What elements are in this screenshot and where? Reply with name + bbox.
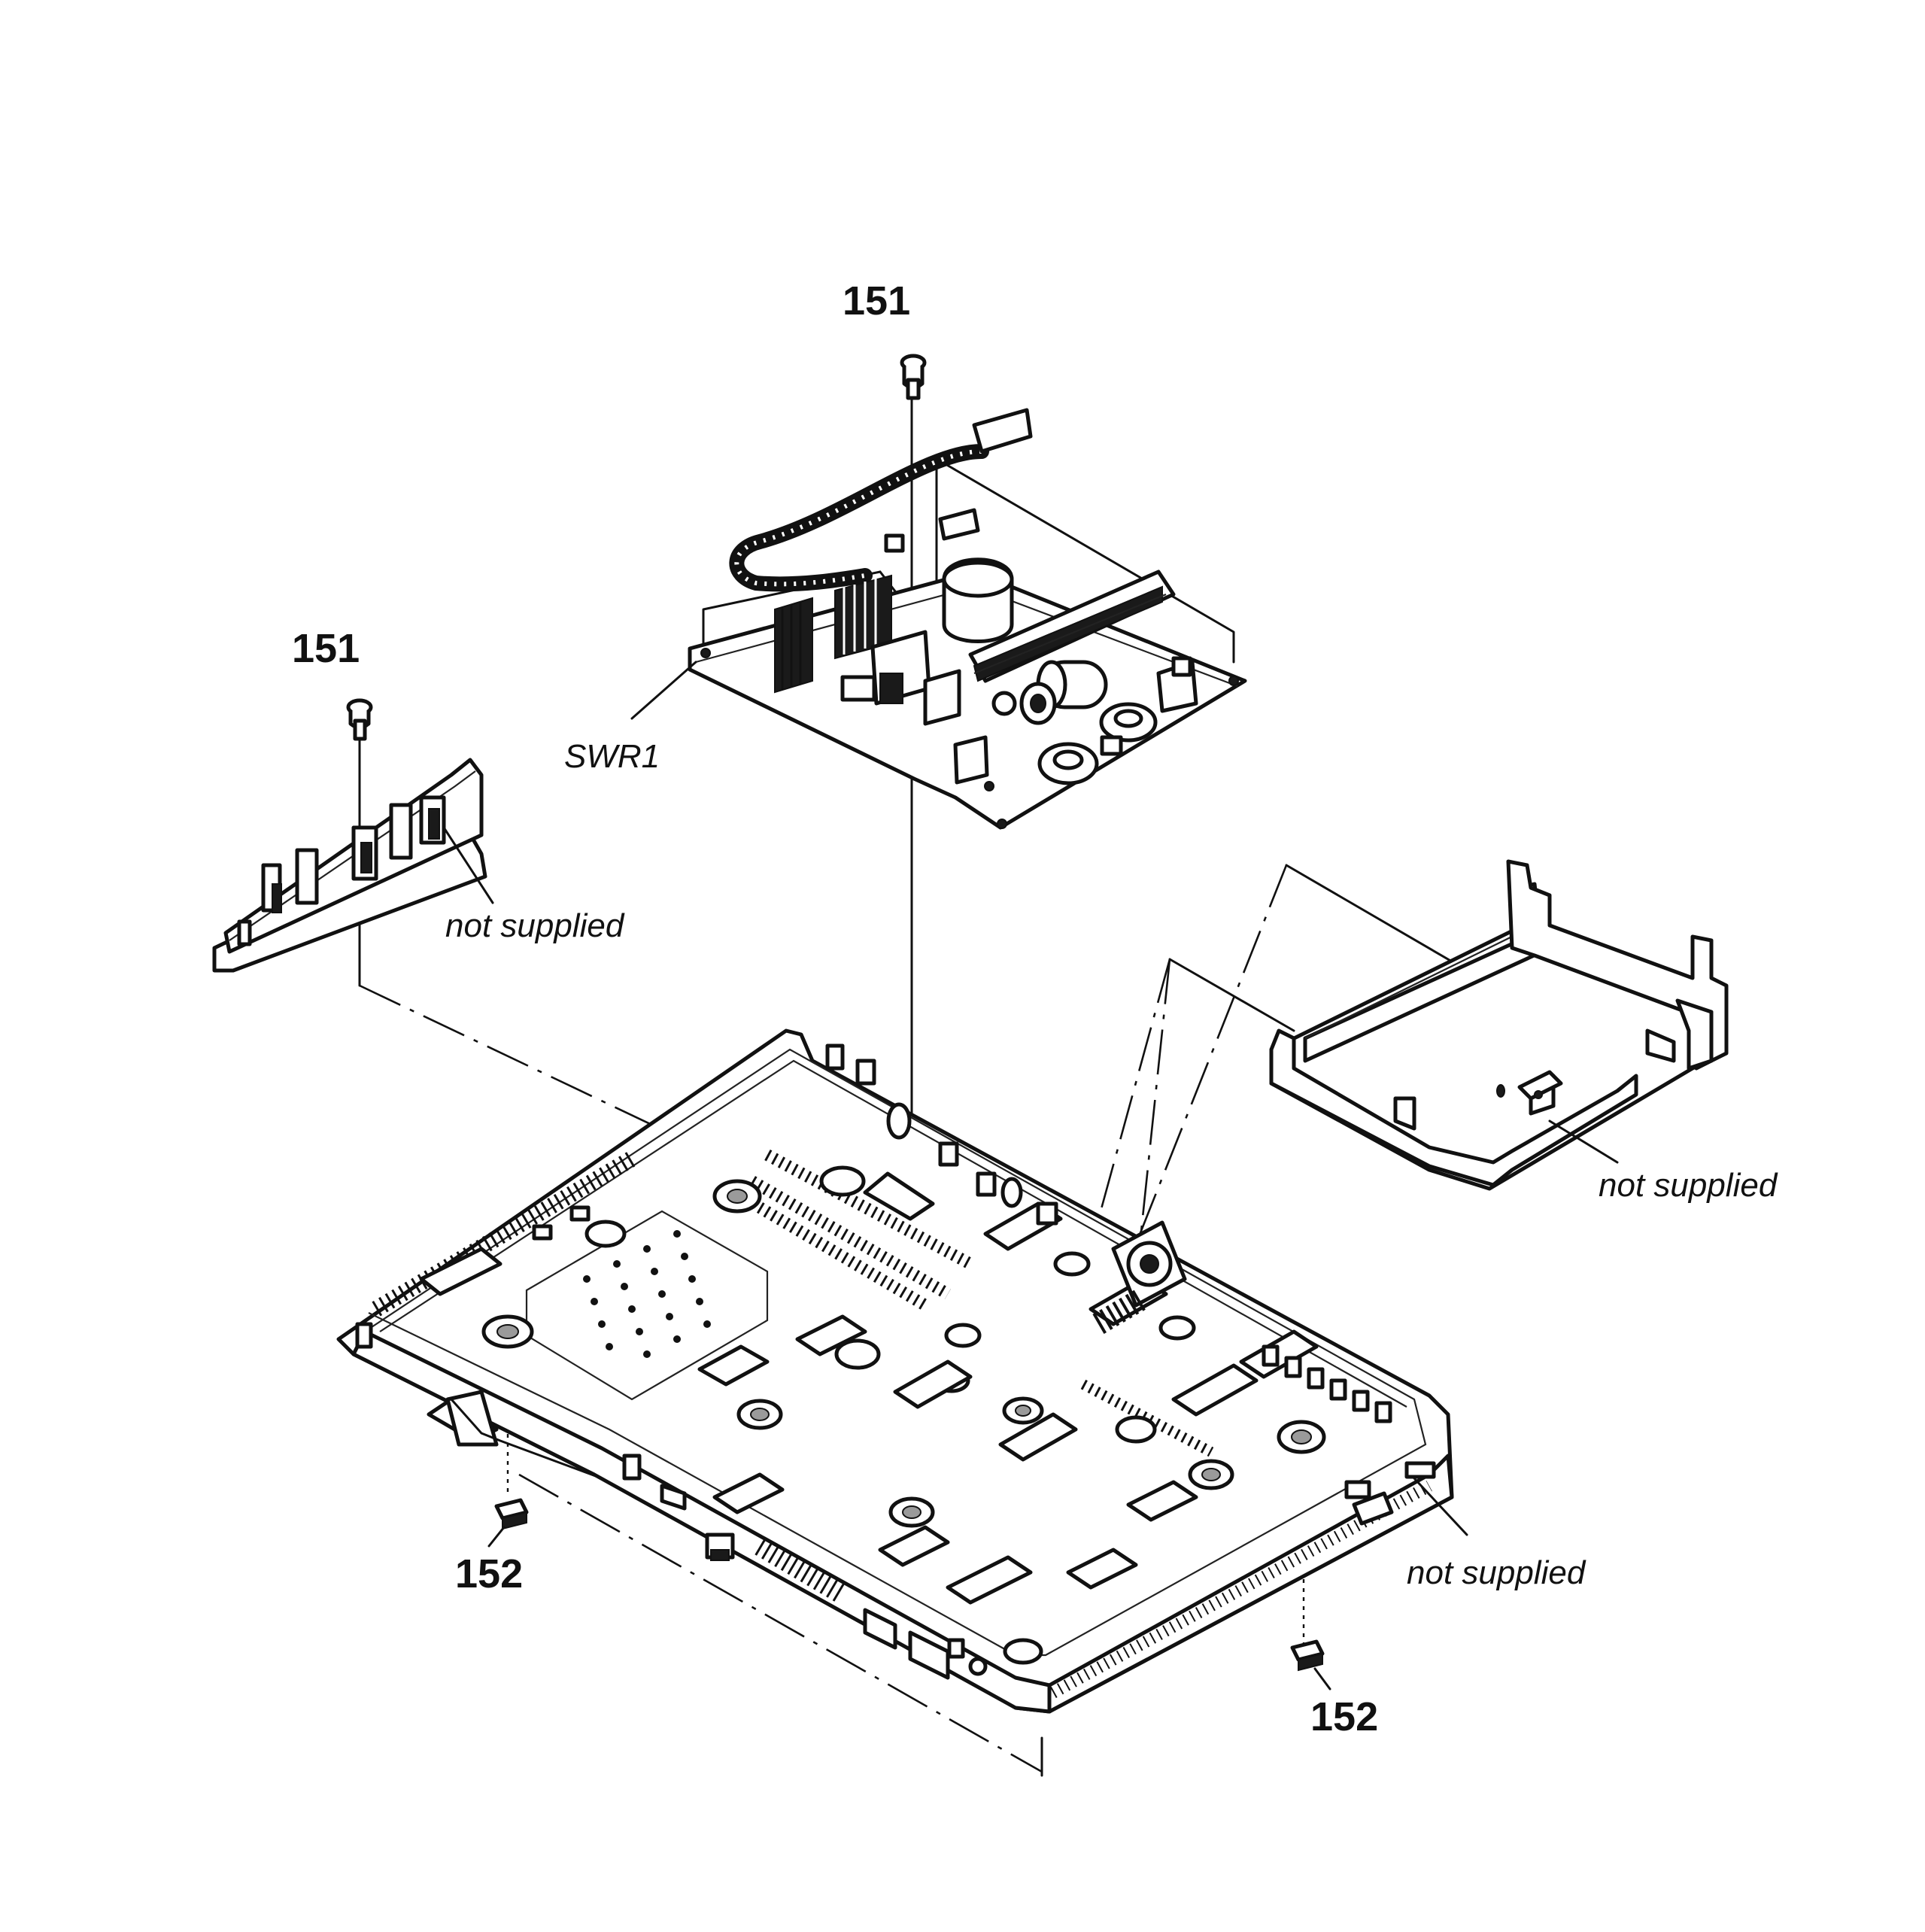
wire-connector (972, 408, 1033, 454)
cooling-fan (1092, 1220, 1187, 1334)
front-jacks (622, 1454, 1436, 1680)
heat-sink-mid (834, 574, 892, 660)
capacitor-2 (1019, 682, 1057, 725)
label-not-supplied-shield: not supplied (1599, 1167, 1778, 1204)
shield-cover (1269, 859, 1729, 1191)
leader-chassis (1413, 1477, 1468, 1536)
wire-harness (729, 444, 989, 592)
screw-151-left (346, 698, 373, 741)
callout-151-top: 151 (843, 278, 910, 324)
leader-swr1 (630, 661, 697, 720)
shield-guide-b (1168, 958, 1295, 1032)
leader-foot-right (1313, 1667, 1331, 1690)
coil-1 (1037, 742, 1099, 785)
callout-152-right: 152 (1310, 1694, 1378, 1739)
foot-152-left (494, 1498, 529, 1530)
main-chassis (336, 1028, 1454, 1714)
label-not-supplied-chassis: not supplied (1407, 1554, 1586, 1591)
chassis-front-vents (755, 1480, 1432, 1699)
chassis-bosses (481, 1165, 1326, 1665)
screw-151-top (900, 354, 927, 400)
bottom-dash-guide (518, 1473, 1043, 1773)
board-plate (688, 570, 1247, 830)
chassis-cutouts (419, 1171, 1319, 1605)
leader-bracket (442, 826, 494, 904)
left-bracket (212, 758, 487, 973)
rear-connectors (825, 1043, 1392, 1423)
heat-sink-left (774, 597, 813, 694)
foot-152-right (1290, 1639, 1325, 1672)
callout-152-left: 152 (455, 1551, 523, 1596)
leader-shield (1548, 1119, 1619, 1164)
board-guide-right (935, 457, 1235, 664)
label-swr1: SWR1 (564, 738, 660, 775)
label-not-supplied-bracket: not supplied (445, 907, 625, 944)
left-wall-details (355, 1205, 603, 1480)
callout-151-left: 151 (292, 626, 360, 671)
coil-2 (1099, 702, 1158, 743)
chassis-back-vents (372, 1149, 1214, 1457)
leader-foot-left (487, 1526, 506, 1548)
heat-sink-bar (968, 570, 1176, 683)
transformer (942, 557, 1014, 643)
perforated-plate-dots (583, 1230, 711, 1358)
swr1-power-board (688, 408, 1247, 830)
